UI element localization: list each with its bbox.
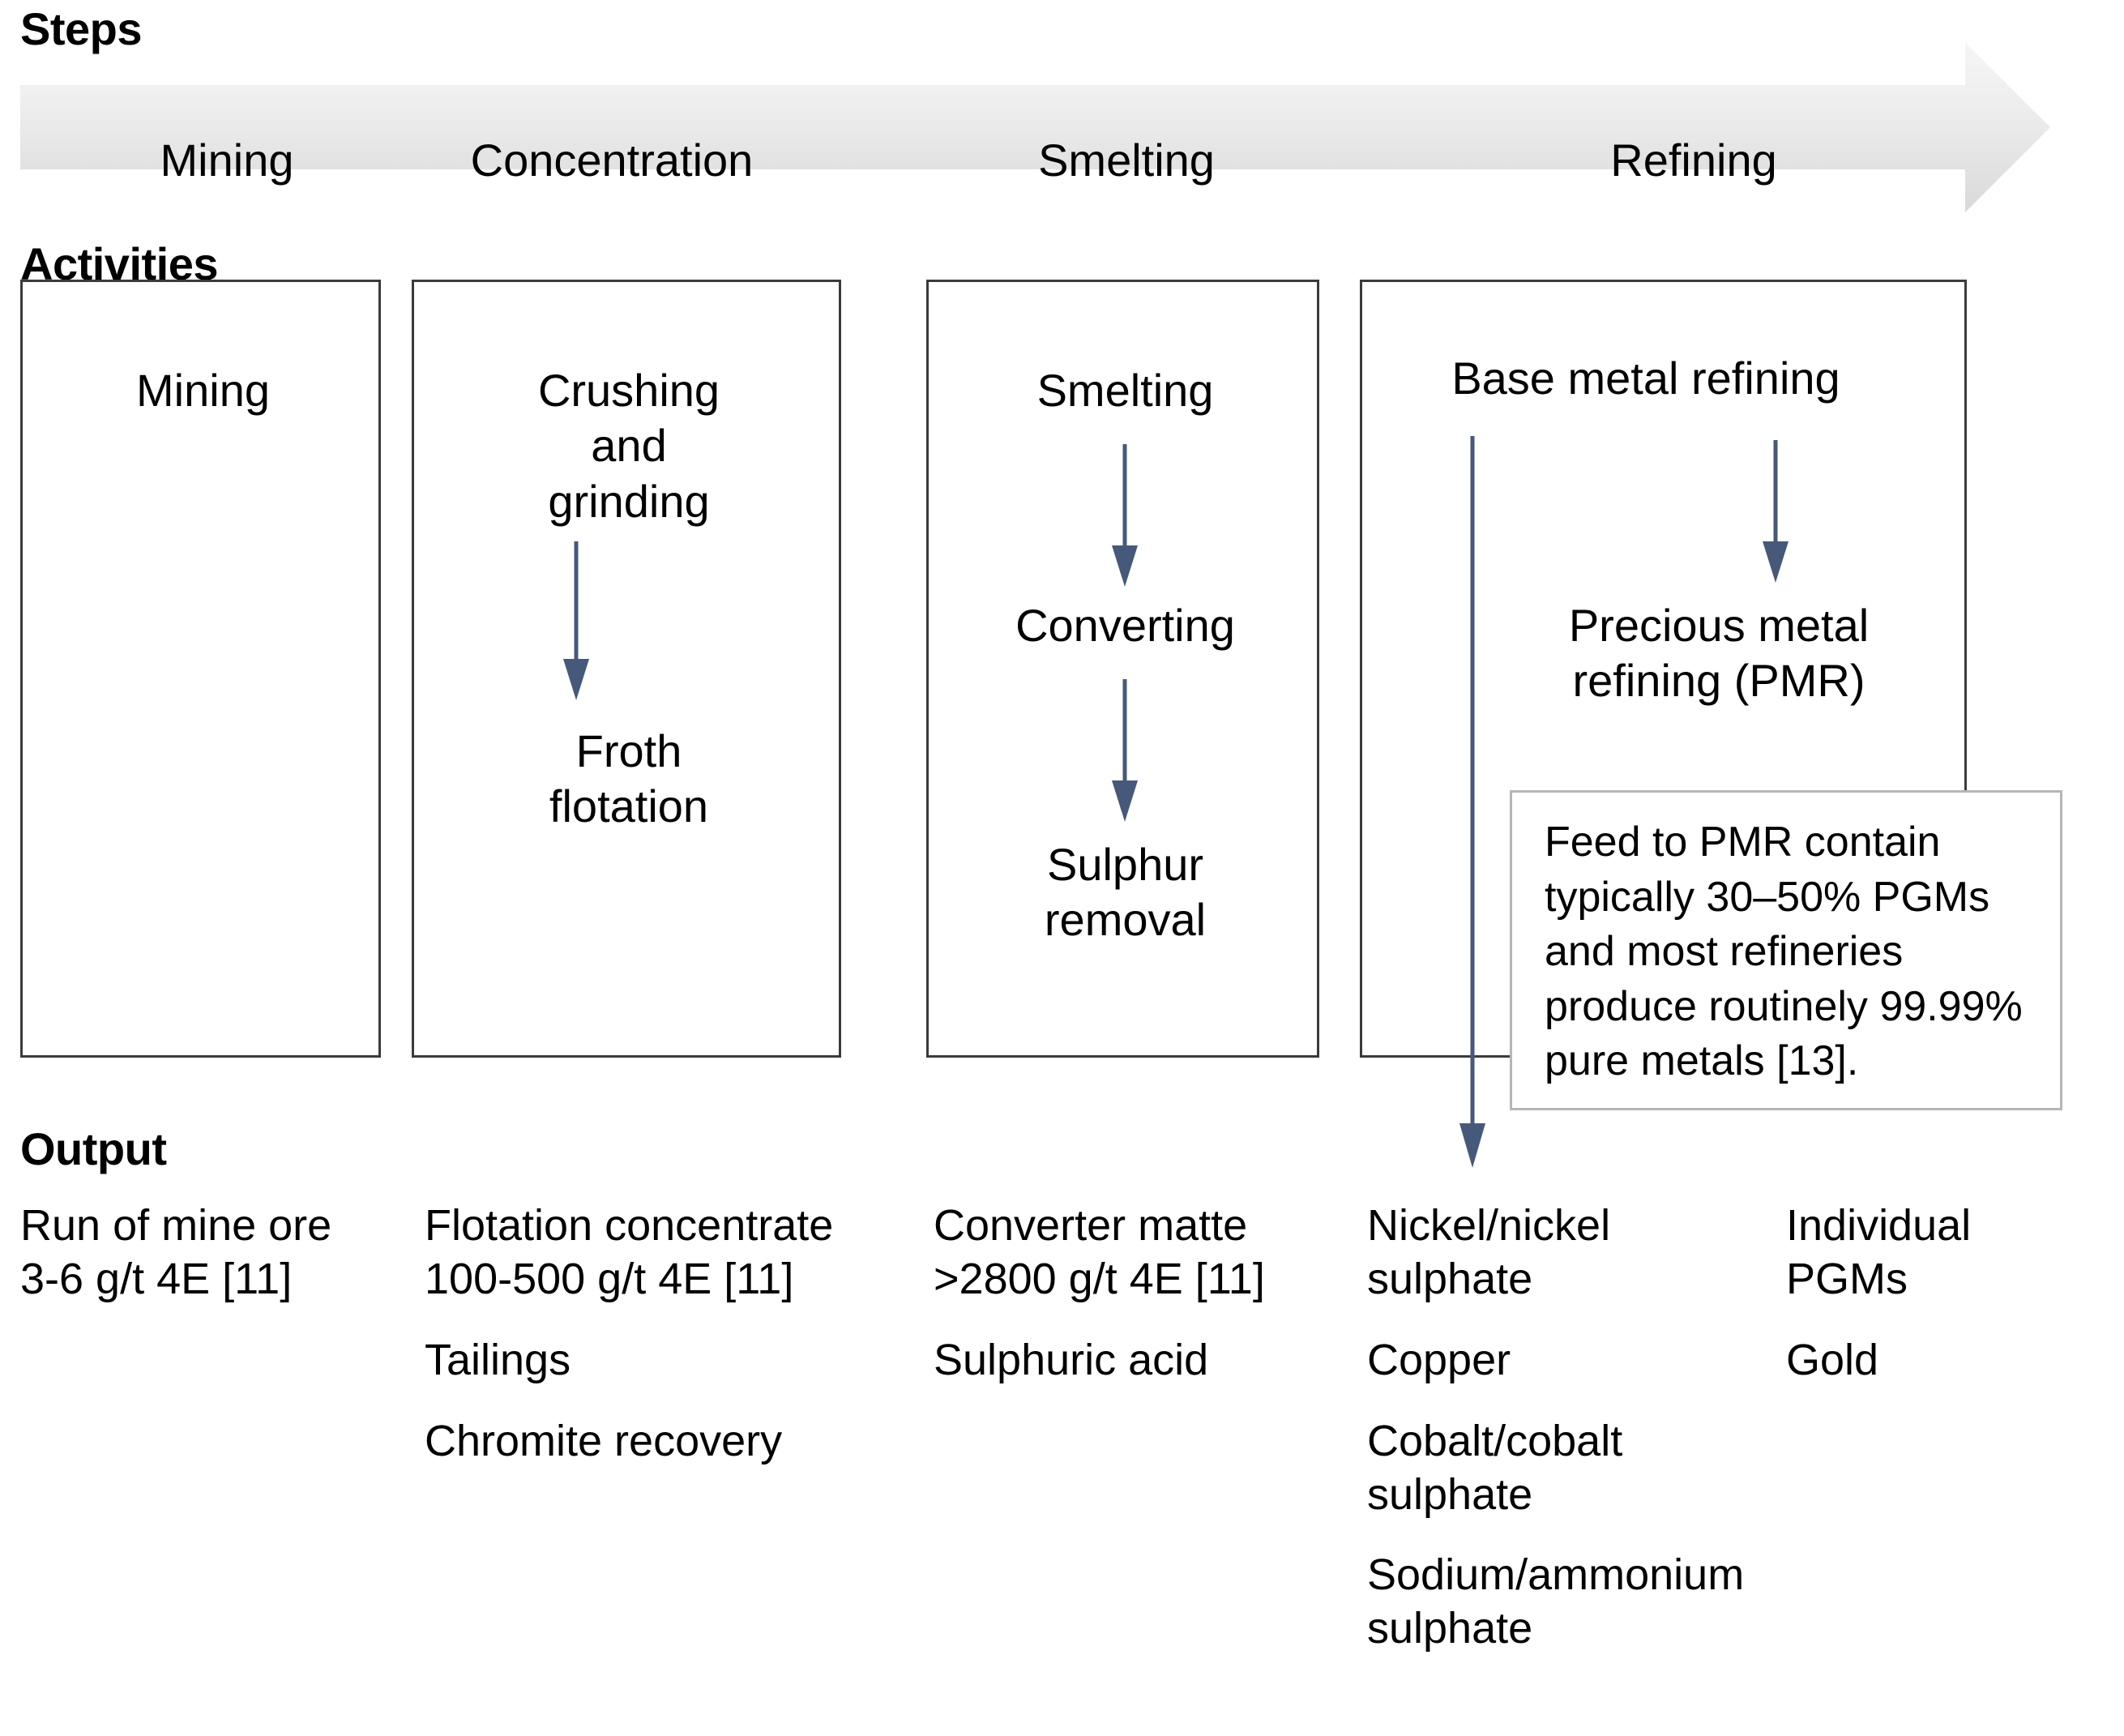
output-item: Run of mine ore 3-6 g/t 4E [11] xyxy=(20,1201,332,1303)
output-item: Converter matte >2800 g/t 4E [11] xyxy=(934,1201,1265,1303)
activity-box-mining: Mining xyxy=(20,280,381,1058)
activity-item-froth-flotation: Froth flotation xyxy=(549,725,709,832)
flow-arrow-crushing-to-flotation xyxy=(560,541,592,703)
step-label-mining: Mining xyxy=(160,135,294,186)
output-item: Sodium/ammonium sulphate xyxy=(1367,1550,1745,1653)
output-item: Chromite recovery xyxy=(425,1416,783,1465)
step-label-concentration: Concentration xyxy=(470,135,754,186)
output-item: Flotation concentrate 100-500 g/t 4E [11… xyxy=(425,1201,834,1303)
output-column-precious-metals: Individual PGMs Gold xyxy=(1786,1199,2110,1415)
output-item: Copper xyxy=(1367,1335,1511,1384)
activity-item-smelting: Smelting xyxy=(1036,365,1214,416)
callout-box-pmr-feed: Feed to PMR contain typically 30–50% PGM… xyxy=(1510,790,2062,1110)
activity-item-sulphur-removal: Sulphur removal xyxy=(1044,839,1207,946)
steps-heading: Steps xyxy=(20,3,143,54)
activity-item-precious-metal-refining: Precious metal refining (PMR) xyxy=(1568,600,1870,707)
output-column-smelting: Converter matte >2800 g/t 4E [11] Sulphu… xyxy=(934,1199,1355,1415)
flow-arrow-refining-to-output xyxy=(1456,436,1489,1172)
output-item: Individual PGMs xyxy=(1786,1201,1972,1303)
flow-arrow-base-to-precious-refining xyxy=(1759,440,1792,586)
activities-heading: Activities xyxy=(20,238,219,289)
steps-process-arrow: Mining Concentration Smelting Refining xyxy=(20,42,2050,212)
step-label-refining: Refining xyxy=(1610,135,1777,186)
activity-item-crushing-and-grinding: Crushing and grinding xyxy=(537,365,720,527)
output-column-concentration: Flotation concentrate 100-500 g/t 4E [11… xyxy=(425,1199,895,1496)
callout-text: Feed to PMR contain typically 30–50% PGM… xyxy=(1545,819,2023,1085)
output-item: Tailings xyxy=(425,1335,571,1384)
activity-item-converting: Converting xyxy=(1015,600,1235,651)
output-column-mining: Run of mine ore 3-6 g/t 4E [11] xyxy=(20,1199,401,1334)
output-item: Cobalt/cobalt sulphate xyxy=(1367,1416,1623,1519)
activity-box-concentration: Crushing and grinding Froth flotation xyxy=(412,280,841,1058)
output-column-base-metals: Nickel/nickel sulphate Copper Cobalt/cob… xyxy=(1367,1199,1789,1683)
output-heading: Output xyxy=(20,1123,167,1174)
flow-arrow-converting-to-sulphur-removal xyxy=(1109,679,1141,825)
activity-box-smelting: Smelting Converting Sulphur removal xyxy=(926,280,1319,1058)
step-label-smelting: Smelting xyxy=(1038,135,1215,186)
output-item: Gold xyxy=(1786,1335,1879,1384)
activity-item-base-metal-refining: Base metal refining xyxy=(1451,353,1840,404)
activity-item-mining: Mining xyxy=(136,365,270,416)
output-item: Nickel/nickel sulphate xyxy=(1367,1201,1611,1303)
flow-arrow-smelting-to-converting xyxy=(1109,444,1141,590)
output-item: Sulphuric acid xyxy=(934,1335,1209,1384)
